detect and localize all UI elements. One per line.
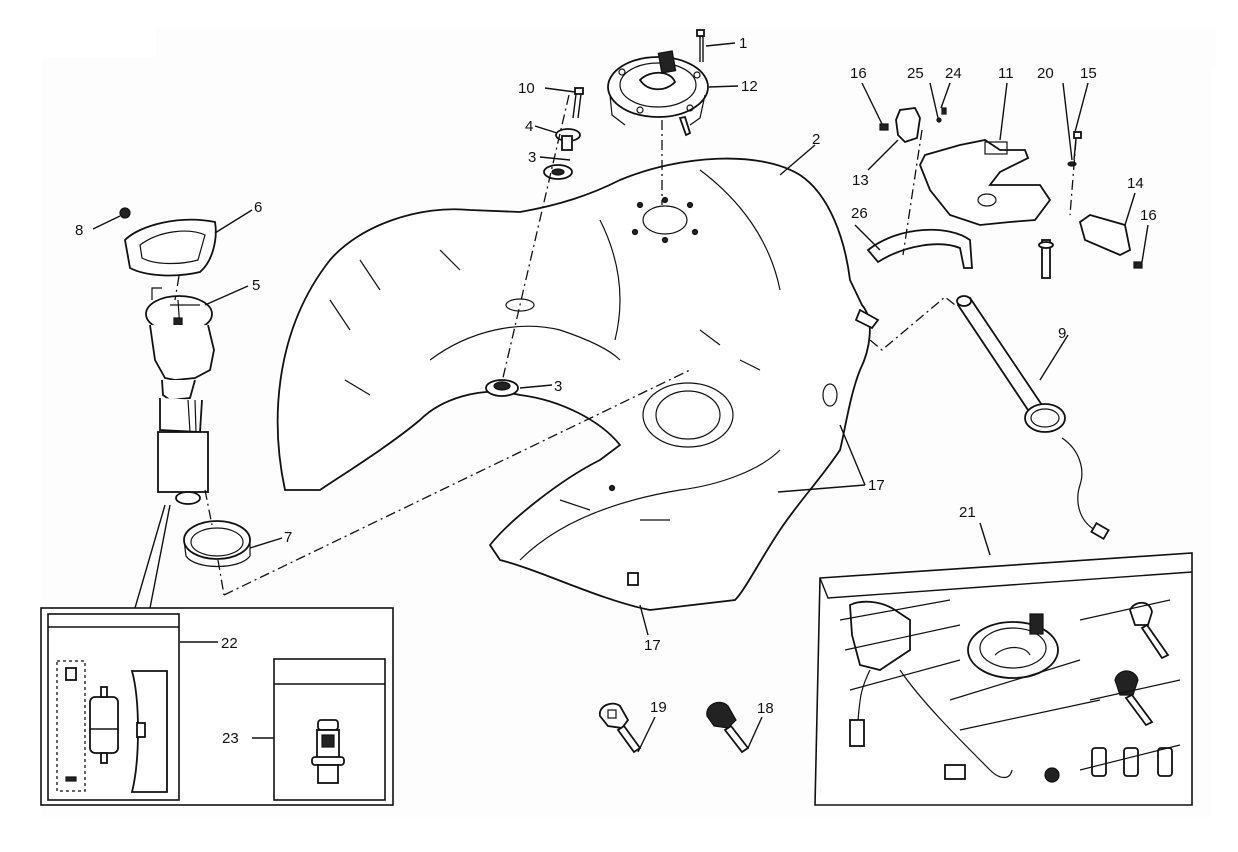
key-black[interactable] bbox=[706, 701, 750, 754]
callout-16-left: 16 bbox=[850, 65, 867, 82]
callout-2: 2 bbox=[812, 131, 820, 148]
callout-25: 25 bbox=[907, 65, 924, 82]
pressure-regulator-kit-box[interactable] bbox=[273, 658, 386, 801]
bracket-clamp-right[interactable] bbox=[1078, 214, 1143, 269]
callout-5: 5 bbox=[252, 277, 260, 294]
callout-17-lower: 17 bbox=[644, 637, 661, 654]
fuel-tank[interactable] bbox=[276, 157, 880, 611]
rubber-strip[interactable] bbox=[866, 228, 973, 269]
callout-labels: 1 2 3 3 4 5 6 7 8 9 10 11 12 13 14 15 16… bbox=[75, 35, 1157, 747]
callout-1: 1 bbox=[739, 35, 747, 52]
callout-22: 22 bbox=[221, 635, 238, 652]
bracket-stud[interactable] bbox=[1038, 239, 1054, 279]
callout-21: 21 bbox=[959, 504, 976, 521]
callout-14: 14 bbox=[1127, 175, 1144, 192]
callout-19: 19 bbox=[650, 699, 667, 716]
filler-cap[interactable] bbox=[607, 50, 709, 137]
fuel-level-sensor[interactable] bbox=[956, 295, 1110, 541]
callout-24: 24 bbox=[945, 65, 962, 82]
assembly-lines bbox=[174, 94, 1077, 596]
callout-7: 7 bbox=[284, 529, 292, 546]
callout-13: 13 bbox=[852, 172, 869, 189]
fuel-pump[interactable] bbox=[145, 287, 215, 505]
callout-16-right: 16 bbox=[1140, 207, 1157, 224]
callout-3-upper: 3 bbox=[528, 149, 536, 166]
callout-8: 8 bbox=[75, 222, 83, 239]
screw[interactable] bbox=[696, 29, 705, 62]
callout-3-lower: 3 bbox=[554, 378, 562, 395]
callout-17-right: 17 bbox=[868, 477, 885, 494]
screw-spacer-grommet[interactable] bbox=[543, 87, 584, 180]
bracket-clamp-left[interactable] bbox=[879, 107, 921, 144]
callout-18: 18 bbox=[757, 700, 774, 717]
callout-12: 12 bbox=[741, 78, 758, 95]
callout-6: 6 bbox=[254, 199, 262, 216]
pump-retaining-ring[interactable] bbox=[124, 218, 217, 277]
callout-9: 9 bbox=[1058, 325, 1066, 342]
leader-lines bbox=[92, 42, 1149, 753]
tank-bracket[interactable] bbox=[919, 139, 1052, 226]
seal-ring[interactable] bbox=[183, 520, 251, 567]
bracket-small-screw[interactable] bbox=[936, 107, 947, 123]
lock-set-kit-box[interactable] bbox=[814, 552, 1193, 806]
callout-26: 26 bbox=[851, 205, 868, 222]
grommet-lower[interactable] bbox=[485, 379, 519, 397]
nut[interactable] bbox=[119, 207, 131, 219]
callout-20: 20 bbox=[1037, 65, 1054, 82]
callout-11: 11 bbox=[998, 65, 1014, 82]
callout-23: 23 bbox=[222, 730, 239, 747]
callout-4: 4 bbox=[525, 118, 533, 135]
key-white[interactable] bbox=[599, 702, 642, 754]
callout-15: 15 bbox=[1080, 65, 1097, 82]
callout-10: 10 bbox=[518, 80, 535, 97]
